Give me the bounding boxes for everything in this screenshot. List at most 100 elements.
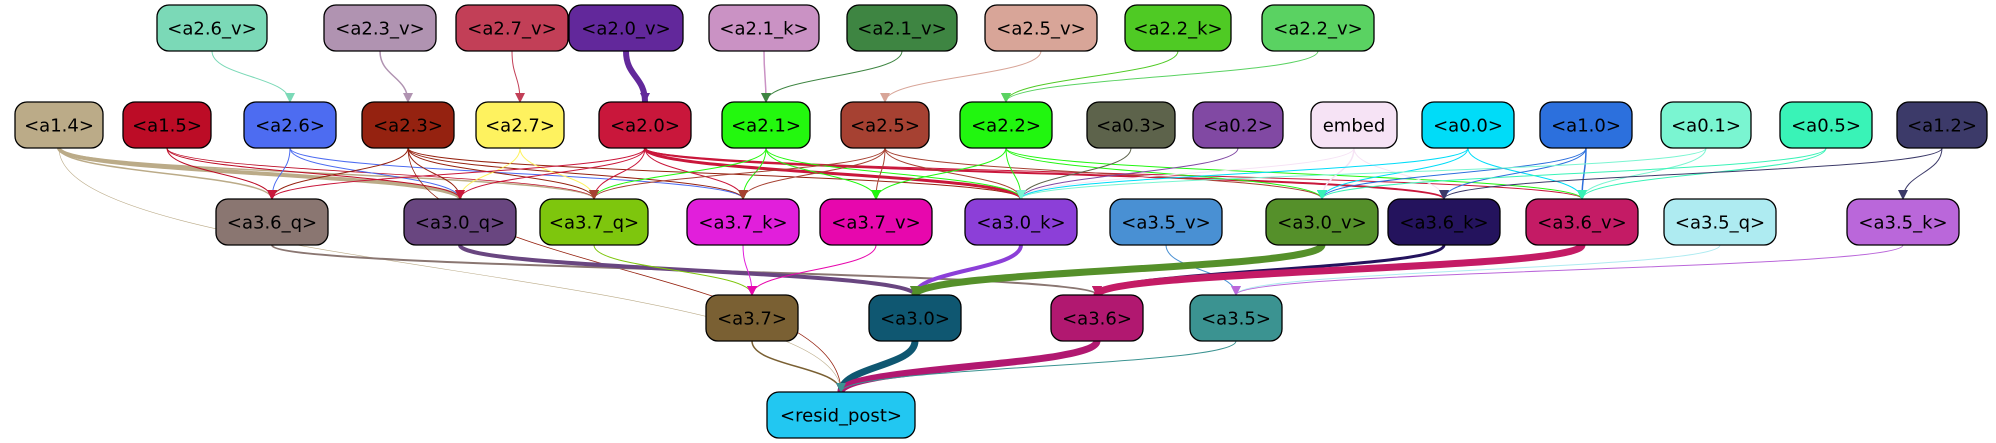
node-a2-6-v[interactable]: <a2.6_v>	[156, 4, 268, 52]
node-box	[819, 198, 933, 246]
node-a2-2-v[interactable]: <a2.2_v>	[1261, 4, 1375, 52]
edge-a0_1-to-a3_6_v	[1577, 147, 1707, 200]
node-box	[1124, 4, 1232, 52]
node-a0-1[interactable]: <a0.1>	[1660, 101, 1752, 149]
node-a1-5[interactable]: <a1.5>	[122, 101, 212, 149]
node-a1-0[interactable]: <a1.0>	[1539, 101, 1633, 149]
node-a0-2[interactable]: <a0.2>	[1192, 101, 1284, 149]
edge-a2_2-to-a3_6_v	[1005, 147, 1587, 200]
node-label: <a1.4>	[24, 116, 94, 137]
node-label: <a3.0>	[880, 309, 950, 330]
node-a2-5-v[interactable]: <a2.5_v>	[984, 4, 1098, 52]
edge-a2_3-to-a3_7_k	[407, 147, 748, 200]
node-box	[1539, 101, 1633, 149]
node-a3-6[interactable]: <a3.6>	[1050, 294, 1144, 342]
node-a3-0-q[interactable]: <a3.0_q>	[403, 198, 517, 246]
node-a3-7-k[interactable]: <a3.7_k>	[686, 198, 800, 246]
node-a2-2[interactable]: <a2.2>	[959, 101, 1053, 149]
edge-a3_6_v-to-a3_6	[1092, 241, 1586, 299]
node-a3-0[interactable]: <a3.0>	[868, 294, 962, 342]
edge-a2_6-to-a3_7_k	[289, 147, 748, 200]
node-box	[1192, 101, 1284, 149]
node-a2-3-v[interactable]: <a2.3_v>	[323, 4, 437, 52]
node-box	[1310, 101, 1398, 149]
node-box	[868, 294, 962, 342]
node-box	[1779, 101, 1873, 149]
edge-a2_5-to-a3_0_k	[884, 147, 1026, 200]
node-box	[1525, 198, 1639, 246]
edge-a0_1-to-a3_0_k	[1016, 147, 1707, 200]
node-a3-7-q[interactable]: <a3.7_q>	[539, 198, 649, 246]
node-a0-5[interactable]: <a0.5>	[1779, 101, 1873, 149]
edge-a3_5_v-to-a3_5	[1165, 244, 1241, 296]
edge-a2_1-to-a3_7_v	[765, 147, 881, 200]
node-a3-6-v[interactable]: <a3.6_v>	[1525, 198, 1639, 246]
node-a2-7-v[interactable]: <a2.7_v>	[455, 4, 569, 52]
node-box	[122, 101, 212, 149]
edge-a3_0_v-to-a3_0	[910, 242, 1326, 298]
node-a3-0-v[interactable]: <a3.0_v>	[1265, 198, 1379, 246]
node-a3-5-v[interactable]: <a3.5_v>	[1109, 198, 1223, 246]
edge-a1_4-to-resid_post	[58, 147, 846, 393]
node-a3-6-q[interactable]: <a3.6_q>	[215, 198, 329, 246]
node-box	[156, 4, 268, 52]
node-box	[1387, 198, 1501, 246]
node-box	[323, 4, 437, 52]
node-box	[766, 391, 916, 439]
node-a2-1-k[interactable]: <a2.1_k>	[708, 4, 820, 52]
edge-a1_4-to-a3_7_q	[58, 147, 599, 200]
node-a3-0-k[interactable]: <a3.0_k>	[964, 198, 1078, 246]
edge-a2_2_k-to-a2_2	[1001, 50, 1179, 103]
node-box	[964, 198, 1078, 246]
node-a2-5[interactable]: <a2.5>	[840, 101, 930, 149]
edge-a1_4-to-a3_0_q	[57, 146, 465, 201]
node-a1-2[interactable]: <a1.2>	[1896, 101, 1988, 149]
node-box	[1421, 101, 1515, 149]
node-a3-7[interactable]: <a3.7>	[705, 294, 799, 342]
node-a0-0[interactable]: <a0.0>	[1421, 101, 1515, 149]
edge-a2_3-to-a3_0_k	[407, 147, 1026, 200]
node-label: <a2.2>	[971, 116, 1041, 137]
node-label: <a3.6_q>	[227, 213, 317, 234]
node-label: <a3.7_q>	[549, 213, 639, 234]
edge-a1_0-to-a3_6_k	[1439, 147, 1587, 200]
node-label: <a2.1_k>	[719, 19, 808, 40]
node-resid-post[interactable]: <resid_post>	[766, 391, 916, 439]
node-a2-1-v[interactable]: <a2.1_v>	[846, 4, 958, 52]
node-label: <a3.7>	[717, 309, 787, 330]
node-box	[1660, 101, 1752, 149]
node-label: <a3.6>	[1062, 309, 1132, 330]
node-box	[539, 198, 649, 246]
edge-a2_6_v-to-a2_6	[211, 50, 295, 103]
edge-a2_0_v-to-a2_0	[623, 50, 650, 103]
node-a2-0-v[interactable]: <a2.0_v>	[568, 4, 684, 52]
node-a3-6-k[interactable]: <a3.6_k>	[1387, 198, 1501, 246]
node-a0-3[interactable]: <a0.3>	[1086, 101, 1176, 149]
node-box	[1086, 101, 1176, 149]
node-embed[interactable]: embed	[1310, 101, 1398, 149]
edge-a2_2_v-to-a2_2	[1001, 50, 1319, 103]
node-a2-7[interactable]: <a2.7>	[475, 101, 565, 149]
edge-a2_2-to-a3_7_v	[871, 147, 1007, 200]
node-a2-0[interactable]: <a2.0>	[598, 101, 692, 149]
node-a2-2-k[interactable]: <a2.2_k>	[1124, 4, 1232, 52]
node-a3-5-k[interactable]: <a3.5_k>	[1846, 198, 1960, 246]
node-a2-6[interactable]: <a2.6>	[243, 101, 337, 149]
node-box	[361, 101, 455, 149]
node-box	[1896, 101, 1988, 149]
node-a2-3[interactable]: <a2.3>	[361, 101, 455, 149]
node-label: <a3.6_k>	[1399, 213, 1488, 234]
node-a3-7-v[interactable]: <a3.7_v>	[819, 198, 933, 246]
node-a3-5[interactable]: <a3.5>	[1189, 294, 1283, 342]
edge-a2_1-to-a3_7_k	[738, 147, 767, 200]
node-box	[1261, 4, 1375, 52]
node-a2-1[interactable]: <a2.1>	[721, 101, 811, 149]
node-a1-4[interactable]: <a1.4>	[14, 101, 104, 149]
edge-a2_0-to-a3_7_q	[589, 147, 646, 200]
node-box	[686, 198, 800, 246]
node-label: <a3.0_q>	[415, 213, 505, 234]
node-a3-5-q[interactable]: <a3.5_q>	[1663, 198, 1777, 246]
node-box	[455, 4, 569, 52]
edge-a0_0-to-a3_0_v	[1317, 147, 1469, 200]
